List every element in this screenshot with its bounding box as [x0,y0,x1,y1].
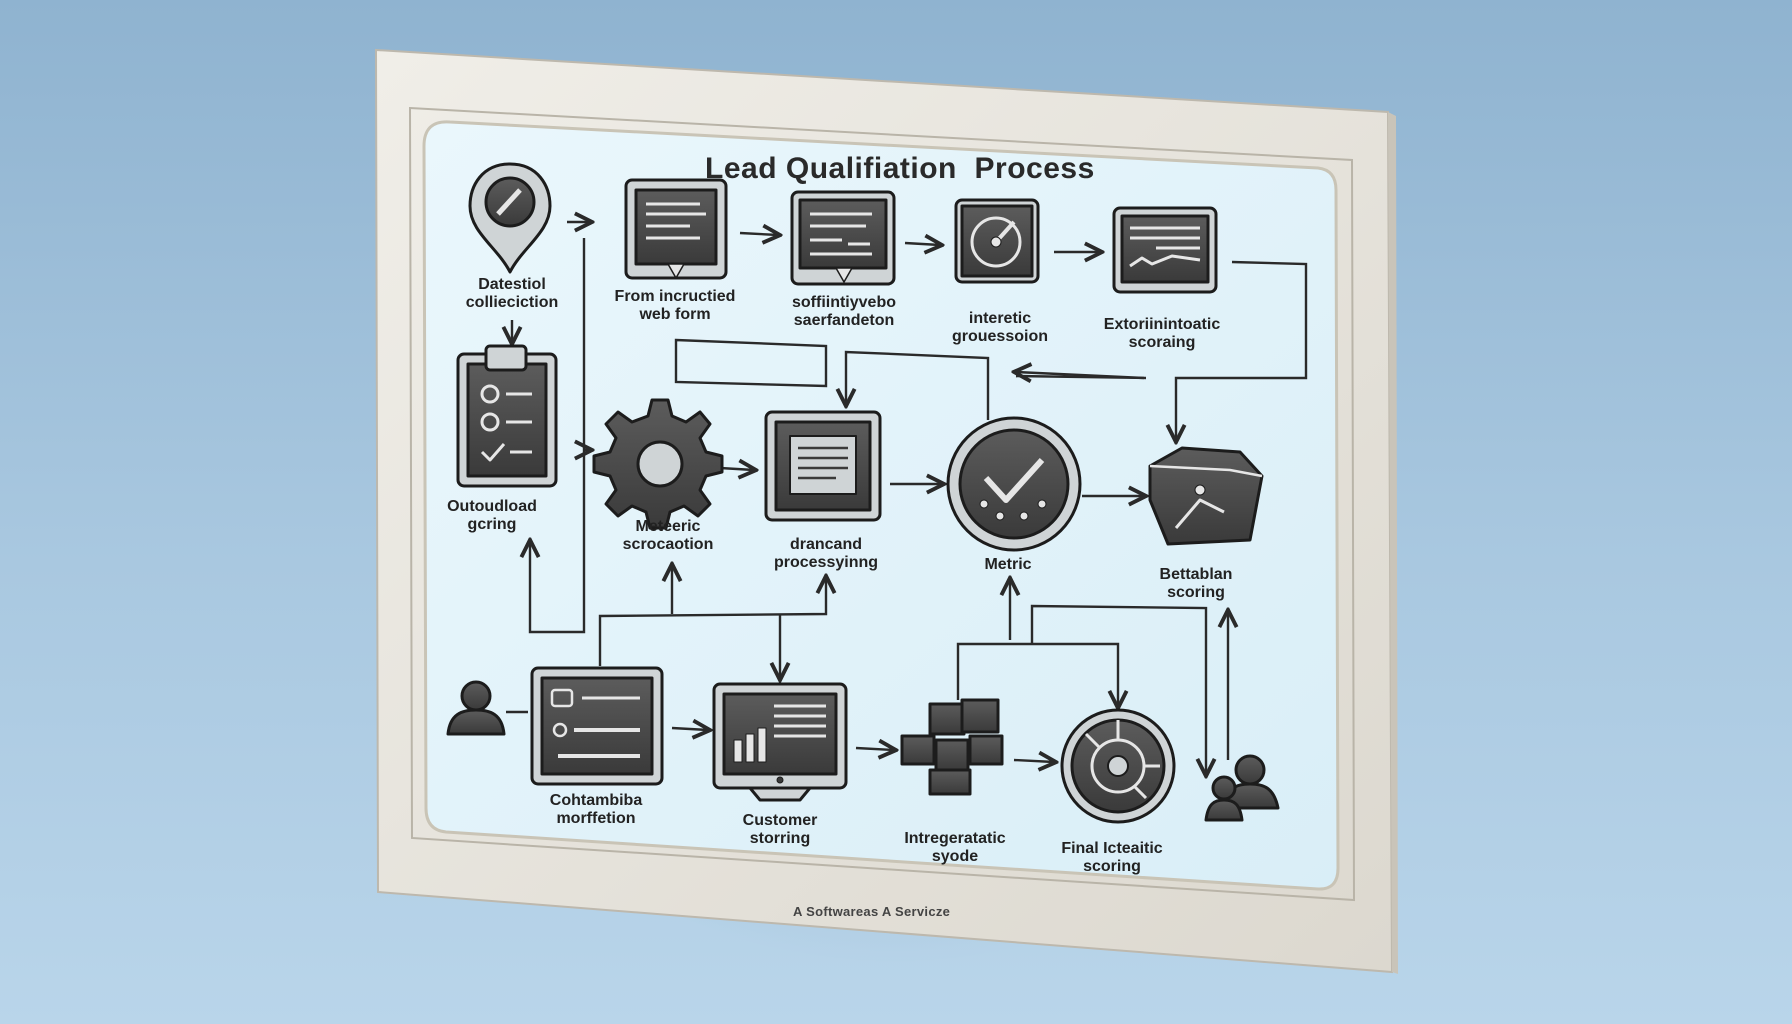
gear-icon [592,398,724,530]
map-pin-icon [468,162,552,274]
connector-mid-bracket [674,338,828,388]
connector-intrege-bracket [956,642,1118,706]
monitor-form-icon [624,178,728,280]
connectors [506,222,1308,774]
label-interetic: interetic grouessoion [951,310,1048,345]
arrow-contambiba-to-customer [671,728,708,730]
arrow-webform-to-soffi [739,233,778,235]
connector-back-arrow [1016,372,1145,378]
label-external: Extoriinintoatic scoraing [1103,316,1221,351]
icons [446,162,1280,824]
label-soffi: soffiintiyvebo saerfandeton [791,294,896,329]
users-group-icon [1204,754,1280,822]
label-web-form: From incructied web form [614,288,736,323]
form-fields-icon [530,666,664,786]
label-bettablan: Bettablan scoring [1159,566,1233,601]
label-final: Final Icteaitic scoring [1061,840,1163,875]
arrow-customer-to-intrege [855,748,894,750]
radial-chart-icon [1060,708,1176,824]
label-outbound: Outoudload gcring [447,498,537,533]
label-contambiba: Cohtambiba morffetion [549,792,643,827]
connector-right-bracket [1030,604,1206,774]
desktop-chart-icon [712,682,848,802]
footer-caption: A Softwareas A Servicze [793,904,951,919]
document-panel-icon [764,410,882,522]
label-intrege: Intregeratatic syode [904,830,1006,865]
label-drancand: drancand processyinng [773,536,879,571]
connector-lower-bracket [598,578,826,666]
chart-panel-icon [1112,206,1218,294]
check-badge-icon [946,416,1082,552]
cubes-icon [900,698,1004,796]
connector-top-to-drancand [846,350,990,420]
label-datastiol: Datestiol collieciction [465,276,559,311]
user-icon [446,680,506,736]
label-meteric: Meteeric scrocaotion [622,518,714,553]
arrow-soffi-to-interetic [904,243,940,245]
label-metric: Metric [984,556,1032,573]
arrow-intrege-to-final [1013,760,1054,762]
clipboard-checklist-icon [456,344,558,488]
monitor-document-icon [790,190,896,286]
arrow-gear-to-drancand [719,468,754,470]
connector-left-rail [530,238,586,634]
label-customer: Customer storring [742,812,818,847]
connector-external-right [1176,260,1308,440]
gauge-icon [954,198,1040,284]
file-box-icon [1148,446,1264,546]
diagram-title: Lead Qualifiation Process [705,152,1095,185]
